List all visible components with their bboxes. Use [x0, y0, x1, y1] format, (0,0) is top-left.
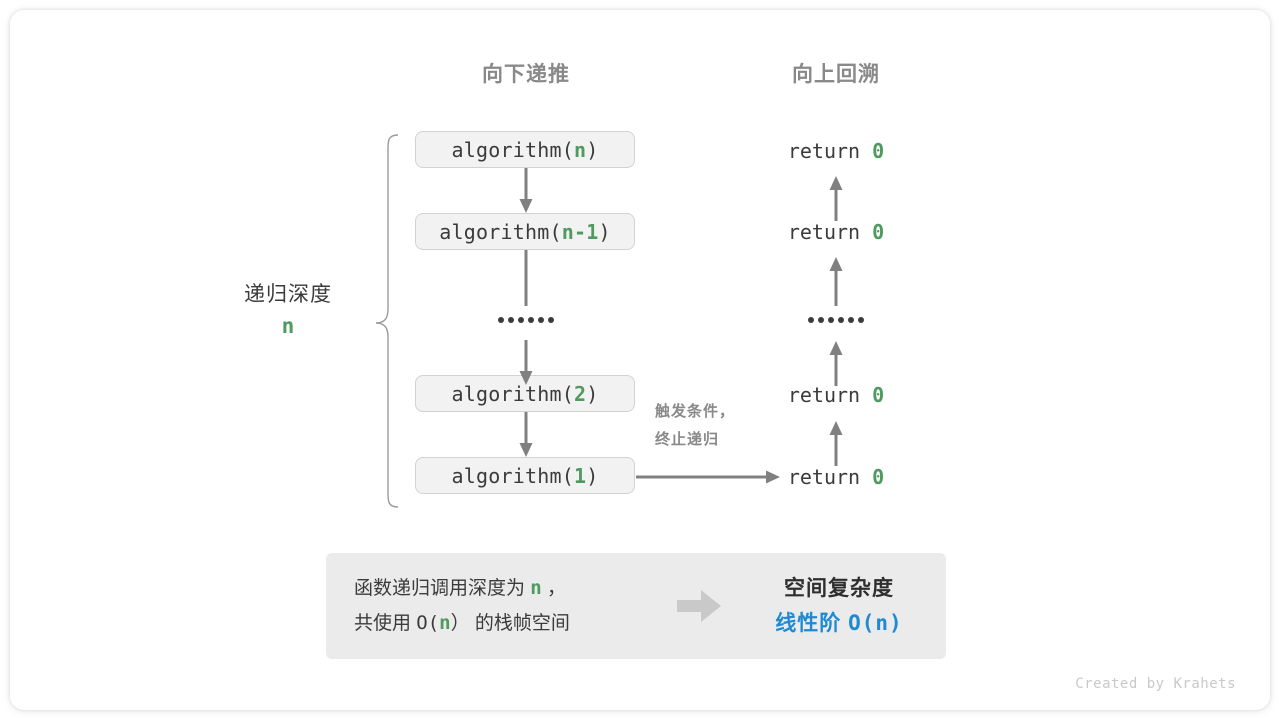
trigger-line-1: 触发条件， — [655, 403, 736, 420]
column-header-descend: 向下递推 — [482, 63, 570, 86]
return-label-4: return 0 — [788, 465, 884, 489]
complexity-value-cn: 线性阶 — [775, 611, 849, 635]
return-value: 0 — [872, 383, 885, 407]
return-keyword: return — [787, 383, 873, 407]
recursion-depth-value: n — [281, 314, 295, 338]
summary-line2-close: ） — [450, 613, 470, 634]
call-box-arg: 1 — [573, 463, 587, 488]
arrow-up-2 — [829, 257, 843, 306]
arrow-up-1 — [829, 176, 843, 221]
summary-line2-text-a: 共使用 — [354, 613, 417, 634]
return-label-2: return 0 — [788, 220, 884, 244]
return-label-1: return 0 — [788, 139, 884, 163]
arrow-down-2 — [524, 250, 528, 306]
call-box-arg: n-1 — [561, 219, 599, 244]
summary-panel: 函数递归调用深度为 n ， 共使用 O(n） 的栈帧空间 空间复杂度 线性阶 O… — [326, 553, 946, 659]
call-box-fn: algorithm( — [451, 137, 574, 162]
call-box-close: ) — [586, 463, 599, 488]
credit-text: Created by Krahets — [1075, 676, 1236, 692]
summary-result: 空间复杂度 线性阶 O(n) — [732, 572, 946, 641]
summary-description: 函数递归调用深度为 n ， 共使用 O(n） 的栈帧空间 — [326, 571, 666, 641]
summary-line1-text-a: 函数递归调用深度为 — [354, 578, 531, 599]
call-box-n-minus-1[interactable]: algorithm(n-1) — [415, 213, 635, 250]
trigger-line-2: 终止递归 — [655, 431, 720, 448]
return-keyword: return — [787, 139, 873, 163]
call-box-arg: 2 — [573, 381, 587, 406]
call-box-close: ) — [598, 219, 611, 244]
trigger-condition-note: 触发条件， 终止递归 — [655, 398, 735, 454]
column-header-ascend: 向上回溯 — [792, 63, 880, 86]
call-box-1[interactable]: algorithm(1) — [415, 457, 635, 494]
return-value: 0 — [872, 465, 885, 489]
call-box-fn: algorithm( — [439, 219, 562, 244]
call-box-close: ) — [586, 381, 599, 406]
arrow-up-3 — [829, 341, 843, 386]
arrow-down-1 — [519, 168, 533, 213]
recursion-depth-label: 递归深度 n — [244, 280, 332, 342]
call-box-arg: n — [573, 137, 587, 162]
summary-line1-text-b: ， — [541, 578, 567, 599]
arrow-down-3 — [519, 340, 533, 385]
complexity-value-notation: O(n) — [848, 610, 903, 635]
arrow-right-basecase — [636, 470, 780, 484]
summary-line1-n: n — [530, 577, 542, 599]
return-keyword: return — [787, 465, 873, 489]
right-ellipsis — [808, 317, 864, 323]
summary-line-1: 函数递归调用深度为 n ， — [354, 571, 666, 606]
return-value: 0 — [872, 220, 885, 244]
return-label-3: return 0 — [788, 383, 884, 407]
return-keyword: return — [787, 220, 873, 244]
diagram-card: 向下递推 向上回溯 递归深度 n algorithm(n) algorithm(… — [10, 10, 1270, 710]
arrow-down-4 — [519, 412, 533, 457]
call-box-fn: algorithm( — [451, 463, 574, 488]
call-box-close: ) — [586, 137, 599, 162]
left-ellipsis — [498, 317, 554, 323]
summary-line-2: 共使用 O(n） 的栈帧空间 — [354, 606, 666, 641]
recursion-depth-text: 递归深度 — [244, 283, 332, 306]
summary-line2-text-b: 的栈帧空间 — [469, 613, 570, 634]
complexity-title: 空间复杂度 — [784, 576, 894, 600]
call-box-fn: algorithm( — [451, 381, 574, 406]
summary-line2-n: n — [439, 612, 451, 634]
arrow-up-4 — [829, 421, 843, 466]
summary-line2-o: O( — [416, 612, 440, 634]
call-box-n[interactable]: algorithm(n) — [415, 131, 635, 168]
complexity-value: 线性阶 O(n) — [732, 606, 946, 641]
block-arrow-right-icon — [666, 588, 732, 624]
recursion-depth-brace — [375, 134, 399, 508]
return-value: 0 — [872, 139, 885, 163]
